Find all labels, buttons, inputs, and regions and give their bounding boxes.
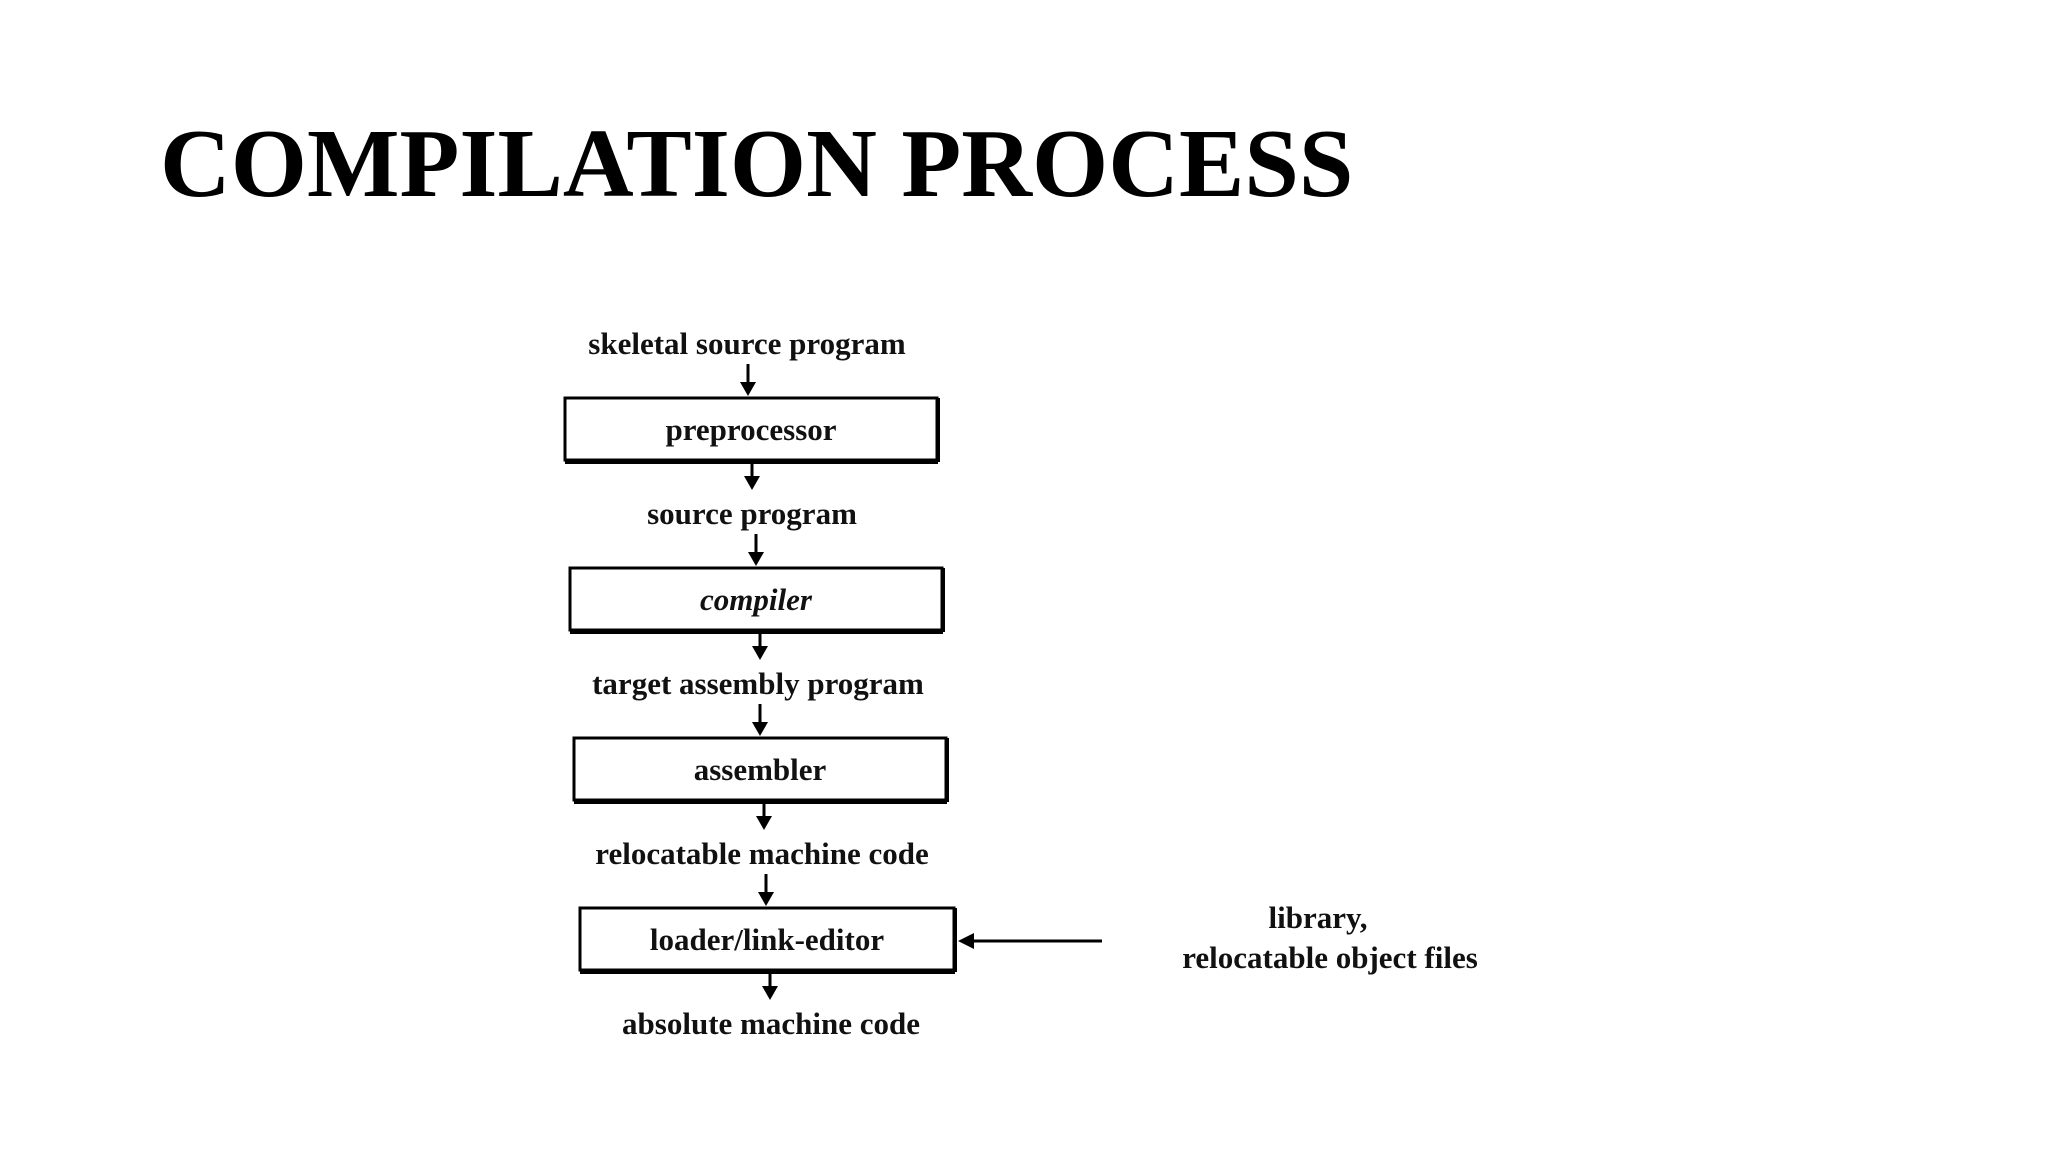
slide-title: COMPILATION PROCESS [160,110,1354,218]
label-skeletal-source-program: skeletal source program [588,326,906,361]
arrow-to-preprocessor [740,364,756,396]
arrow-to-compiler [748,534,764,566]
arrow-to-source-program [744,462,760,490]
label-target-assembly-program: target assembly program [592,666,924,701]
assembler-label: assembler [694,752,827,787]
label-absolute-machine-code: absolute machine code [622,1006,920,1041]
label-library: library, [1268,900,1367,935]
label-relocatable-machine-code: relocatable machine code [595,836,928,871]
label-source-program: source program [647,496,857,531]
arrow-to-absolute-code [762,972,778,1000]
loader-link-editor-box: loader/link-editor [578,906,957,974]
arrow-to-assembler [752,704,768,736]
label-relocatable-object-files: relocatable object files [1182,940,1478,975]
compiler-label: compiler [700,582,813,617]
arrow-to-loader [758,874,774,906]
compiler-box: compiler [568,566,945,634]
arrow-to-relocatable-code [756,802,772,830]
arrow-from-library [958,933,1102,949]
loader-link-editor-label: loader/link-editor [650,922,884,957]
preprocessor-label: preprocessor [665,412,836,447]
arrow-to-target-assembly [752,632,768,660]
preprocessor-box: preprocessor [563,396,940,464]
assembler-box: assembler [572,736,949,804]
